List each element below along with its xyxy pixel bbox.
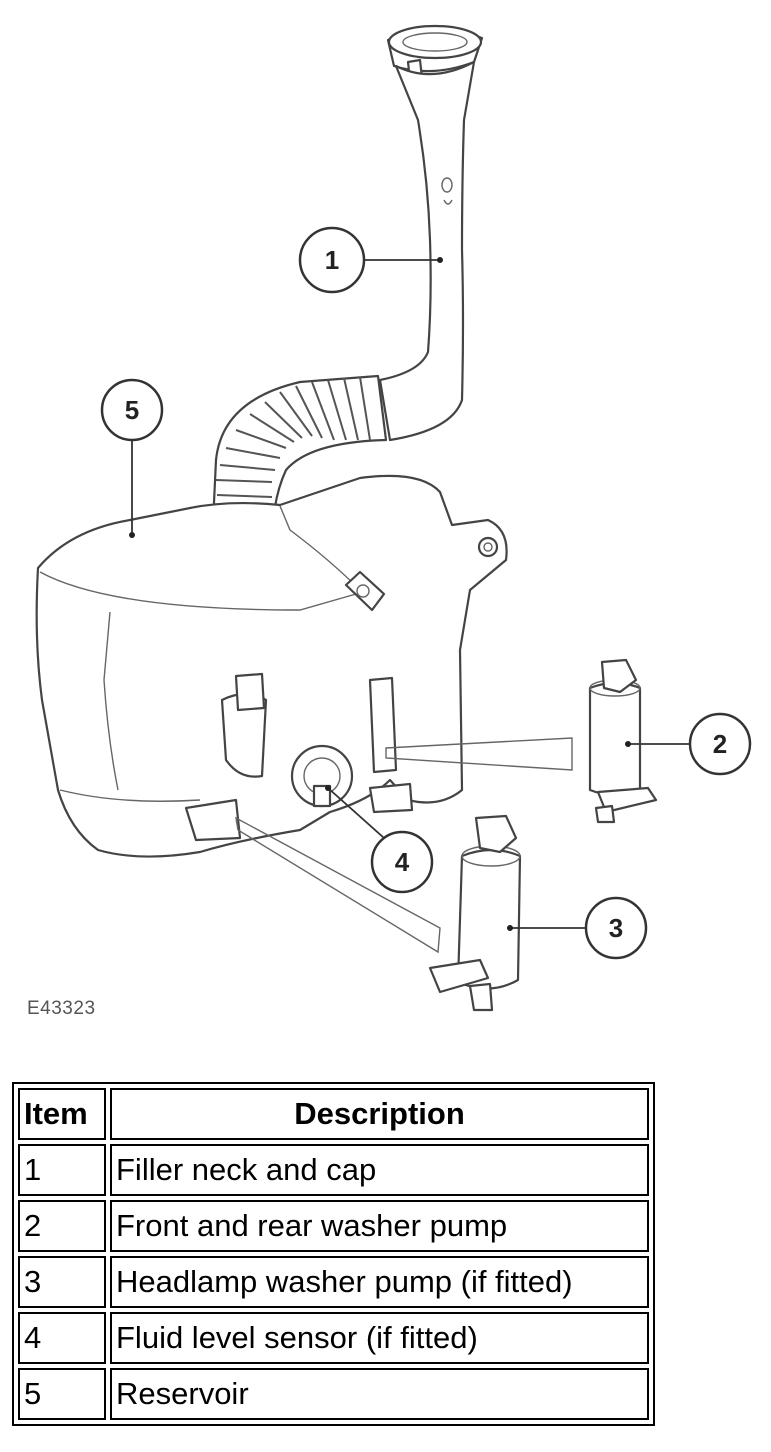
legend-table: Item Description 1 Filler neck and cap 2… <box>12 1082 655 1426</box>
leader-lines <box>129 257 690 931</box>
exploded-view-guides <box>235 737 573 954</box>
legend-header-row: Item Description <box>18 1088 649 1140</box>
figure-id: E43323 <box>27 998 96 1019</box>
callout-5: 5 <box>100 378 164 442</box>
item-number: 1 <box>18 1144 106 1196</box>
fluid-level-sensor <box>290 744 354 808</box>
callout-label: 5 <box>125 395 139 425</box>
table-row: 4 Fluid level sensor (if fitted) <box>18 1312 649 1364</box>
item-number: 2 <box>18 1200 106 1252</box>
item-description: Fluid level sensor (if fitted) <box>110 1312 649 1364</box>
filler-cap <box>386 24 484 100</box>
reservoir-pump-mount <box>184 672 414 842</box>
item-description: Filler neck and cap <box>110 1144 649 1196</box>
table-row: 3 Headlamp washer pump (if fitted) <box>18 1256 649 1308</box>
item-number: 3 <box>18 1256 106 1308</box>
filler-neck-tube <box>378 60 476 442</box>
callout-1: 1 <box>298 226 366 294</box>
item-description: Headlamp washer pump (if fitted) <box>110 1256 649 1308</box>
table-row: 1 Filler neck and cap <box>18 1144 649 1196</box>
callout-label: 3 <box>609 913 623 943</box>
reservoir-body <box>35 474 508 858</box>
header-item: Item <box>18 1088 106 1140</box>
item-number: 4 <box>18 1312 106 1364</box>
callout-label: 2 <box>713 729 727 759</box>
item-description: Reservoir <box>110 1368 649 1420</box>
headlamp-washer-pump <box>428 814 522 1012</box>
callout-2: 2 <box>688 712 752 776</box>
header-description: Description <box>110 1088 649 1140</box>
callout-3: 3 <box>584 896 648 960</box>
table-row: 5 Reservoir <box>18 1368 649 1420</box>
table-row: 2 Front and rear washer pump <box>18 1200 649 1252</box>
item-number: 5 <box>18 1368 106 1420</box>
washer-pump-front-rear <box>588 658 658 824</box>
item-description: Front and rear washer pump <box>110 1200 649 1252</box>
washer-reservoir-diagram: 1 5 2 4 3 <box>35 24 752 1012</box>
callout-4: 4 <box>370 830 434 894</box>
callout-label: 4 <box>395 847 410 877</box>
callout-label: 1 <box>325 245 339 275</box>
